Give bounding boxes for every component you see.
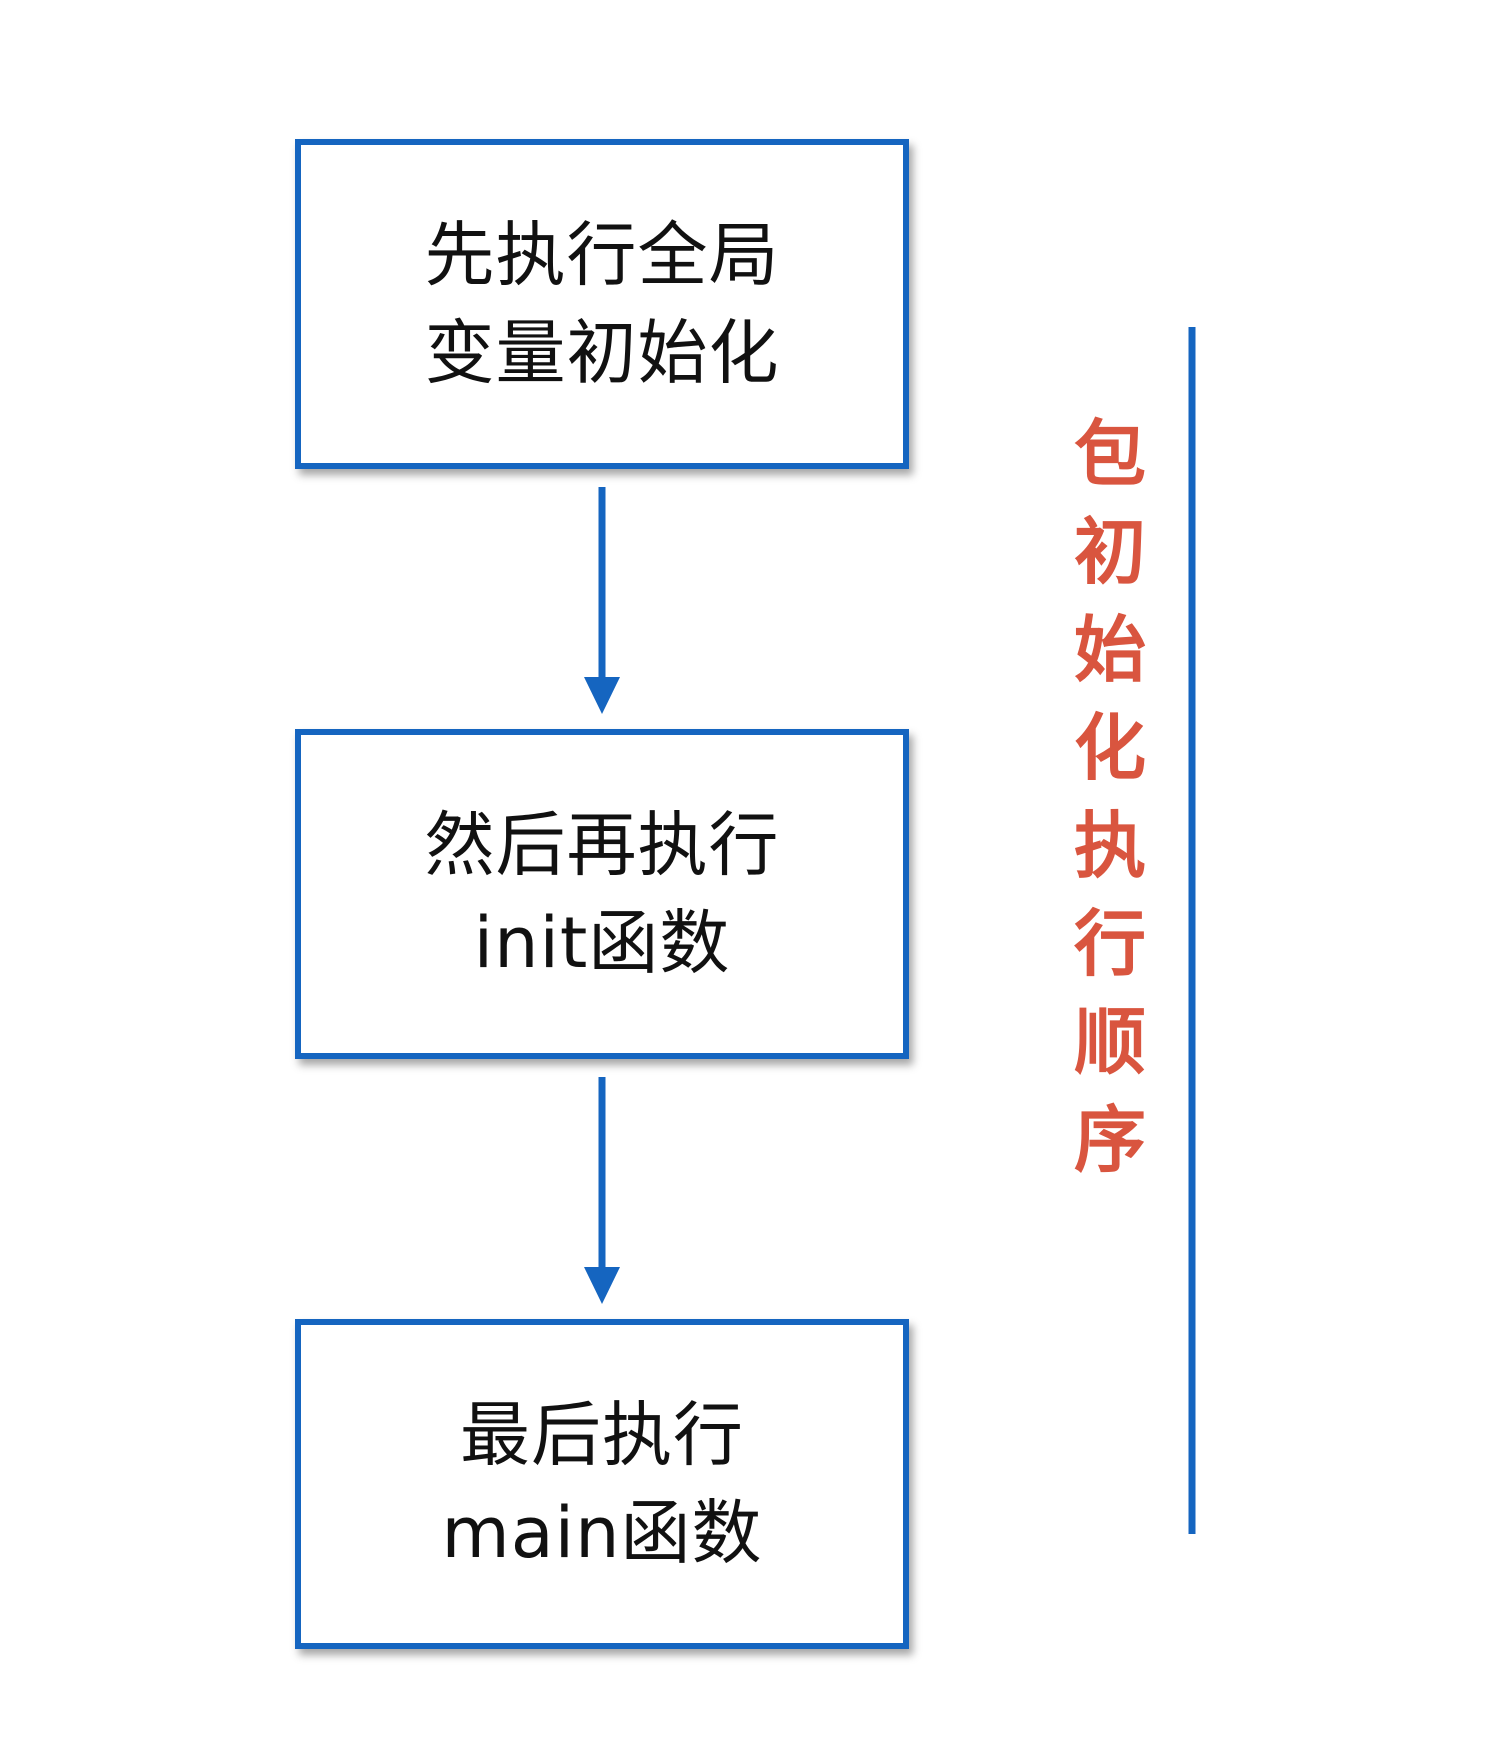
step-box-init-func-line-1: 然后再执行 xyxy=(424,804,780,886)
arrow-1-to-2-head xyxy=(584,677,620,714)
side-label-char: 化 xyxy=(1073,706,1146,790)
step-box-main-func: 最后执行 main函数 xyxy=(295,1319,909,1649)
side-label-package-init-order: 包 初 始 化 执 行 顺 序 xyxy=(1065,405,1155,1189)
step-box-init-func-line-2: init函数 xyxy=(473,902,731,984)
step-box-main-func-line-2: main函数 xyxy=(441,1492,763,1574)
arrow-2-to-3 xyxy=(584,1077,620,1304)
arrow-2-to-3-head xyxy=(584,1267,620,1304)
side-label-char: 执 xyxy=(1073,804,1146,888)
side-label-char: 序 xyxy=(1073,1098,1146,1182)
step-box-global-init: 先执行全局 变量初始化 xyxy=(295,139,909,469)
step-box-global-init-line-1: 先执行全局 xyxy=(424,214,780,296)
side-label-char: 包 xyxy=(1073,412,1146,496)
arrow-1-to-2 xyxy=(584,487,620,714)
side-label-char: 始 xyxy=(1073,608,1146,692)
side-label-char: 顺 xyxy=(1073,1000,1146,1084)
step-box-global-init-line-2: 变量初始化 xyxy=(424,312,780,394)
step-box-init-func: 然后再执行 init函数 xyxy=(295,729,909,1059)
step-box-main-func-line-1: 最后执行 xyxy=(460,1394,744,1476)
side-label-char: 初 xyxy=(1073,510,1146,594)
side-label-char: 行 xyxy=(1073,902,1146,986)
